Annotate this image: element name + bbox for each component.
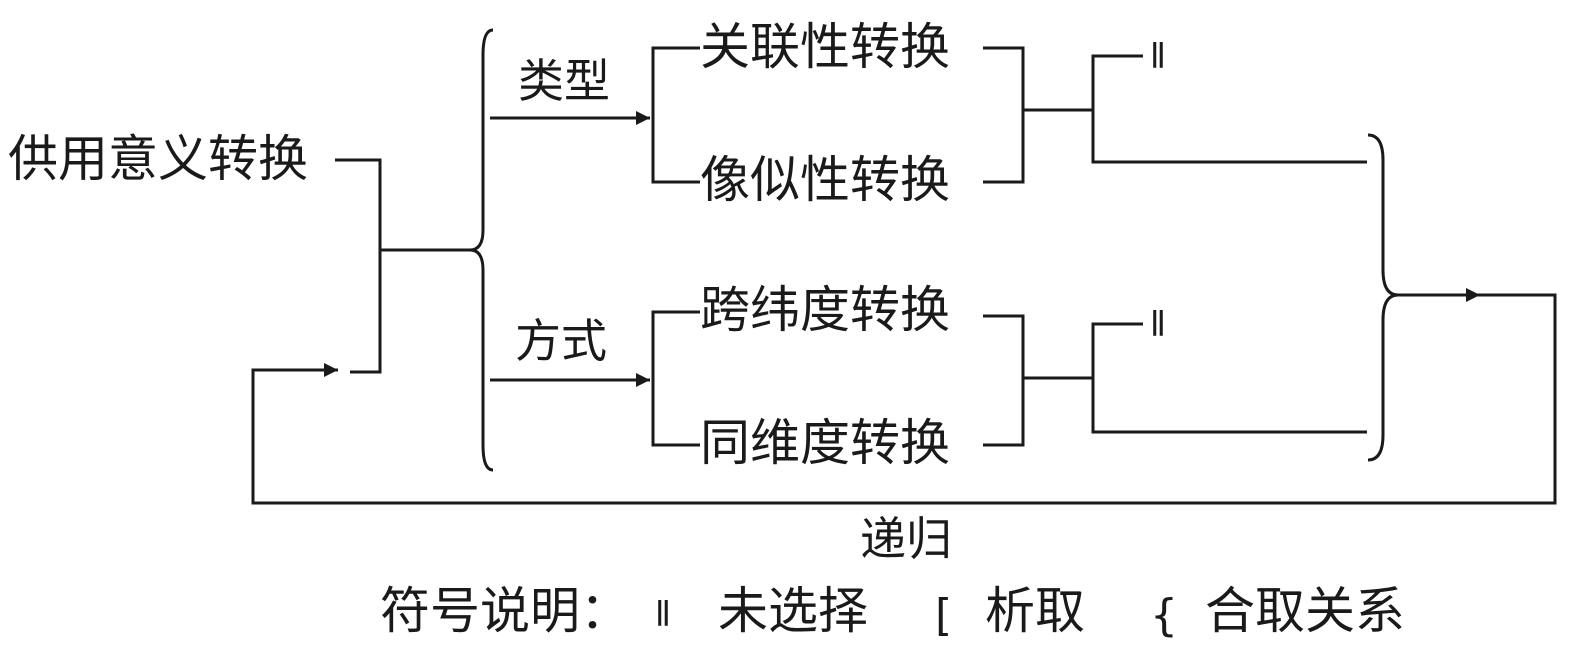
cross-dimension-node-label: 跨纬度转换: [700, 281, 950, 339]
conjunction-brace: [469, 28, 494, 472]
recursion-edge-label: 递归: [860, 512, 952, 566]
legend-unselected-label: 未选择: [718, 582, 868, 640]
legend-title: 符号说明：: [380, 582, 630, 640]
same-dimension-node-label: 同维度转换: [700, 414, 950, 472]
resemblance-node-label: 像似性转换: [700, 151, 950, 209]
legend-unselected-symbol: ll: [655, 595, 671, 635]
association-node-label: 关联性转换: [700, 18, 950, 76]
root-connector: [335, 158, 382, 374]
type-disjunction-bracket: [651, 46, 700, 184]
legend-disjunction-label: 析取: [985, 582, 1085, 640]
type-output-bracket: [1091, 54, 1367, 164]
recursion-loop: [251, 293, 1557, 505]
legend-conjunction-label: 合取关系: [1205, 582, 1405, 640]
manner-merge-bracket: [983, 314, 1025, 447]
manner-unselected-mark: ll: [1150, 305, 1166, 345]
root-node-label: 供用意义转换: [8, 130, 308, 188]
legend-conjunction-symbol: {: [1150, 590, 1178, 641]
manner-disjunction-bracket: [651, 310, 700, 447]
manner-edge-label: 方式: [515, 314, 607, 368]
type-unselected-mark: ll: [1150, 37, 1166, 77]
type-edge-label: 类型: [518, 54, 610, 108]
output-conjunction-brace: [1367, 133, 1399, 462]
type-merge-bracket: [983, 46, 1025, 184]
legend-disjunction-symbol: [: [935, 590, 953, 641]
manner-output-bracket: [1091, 322, 1367, 434]
